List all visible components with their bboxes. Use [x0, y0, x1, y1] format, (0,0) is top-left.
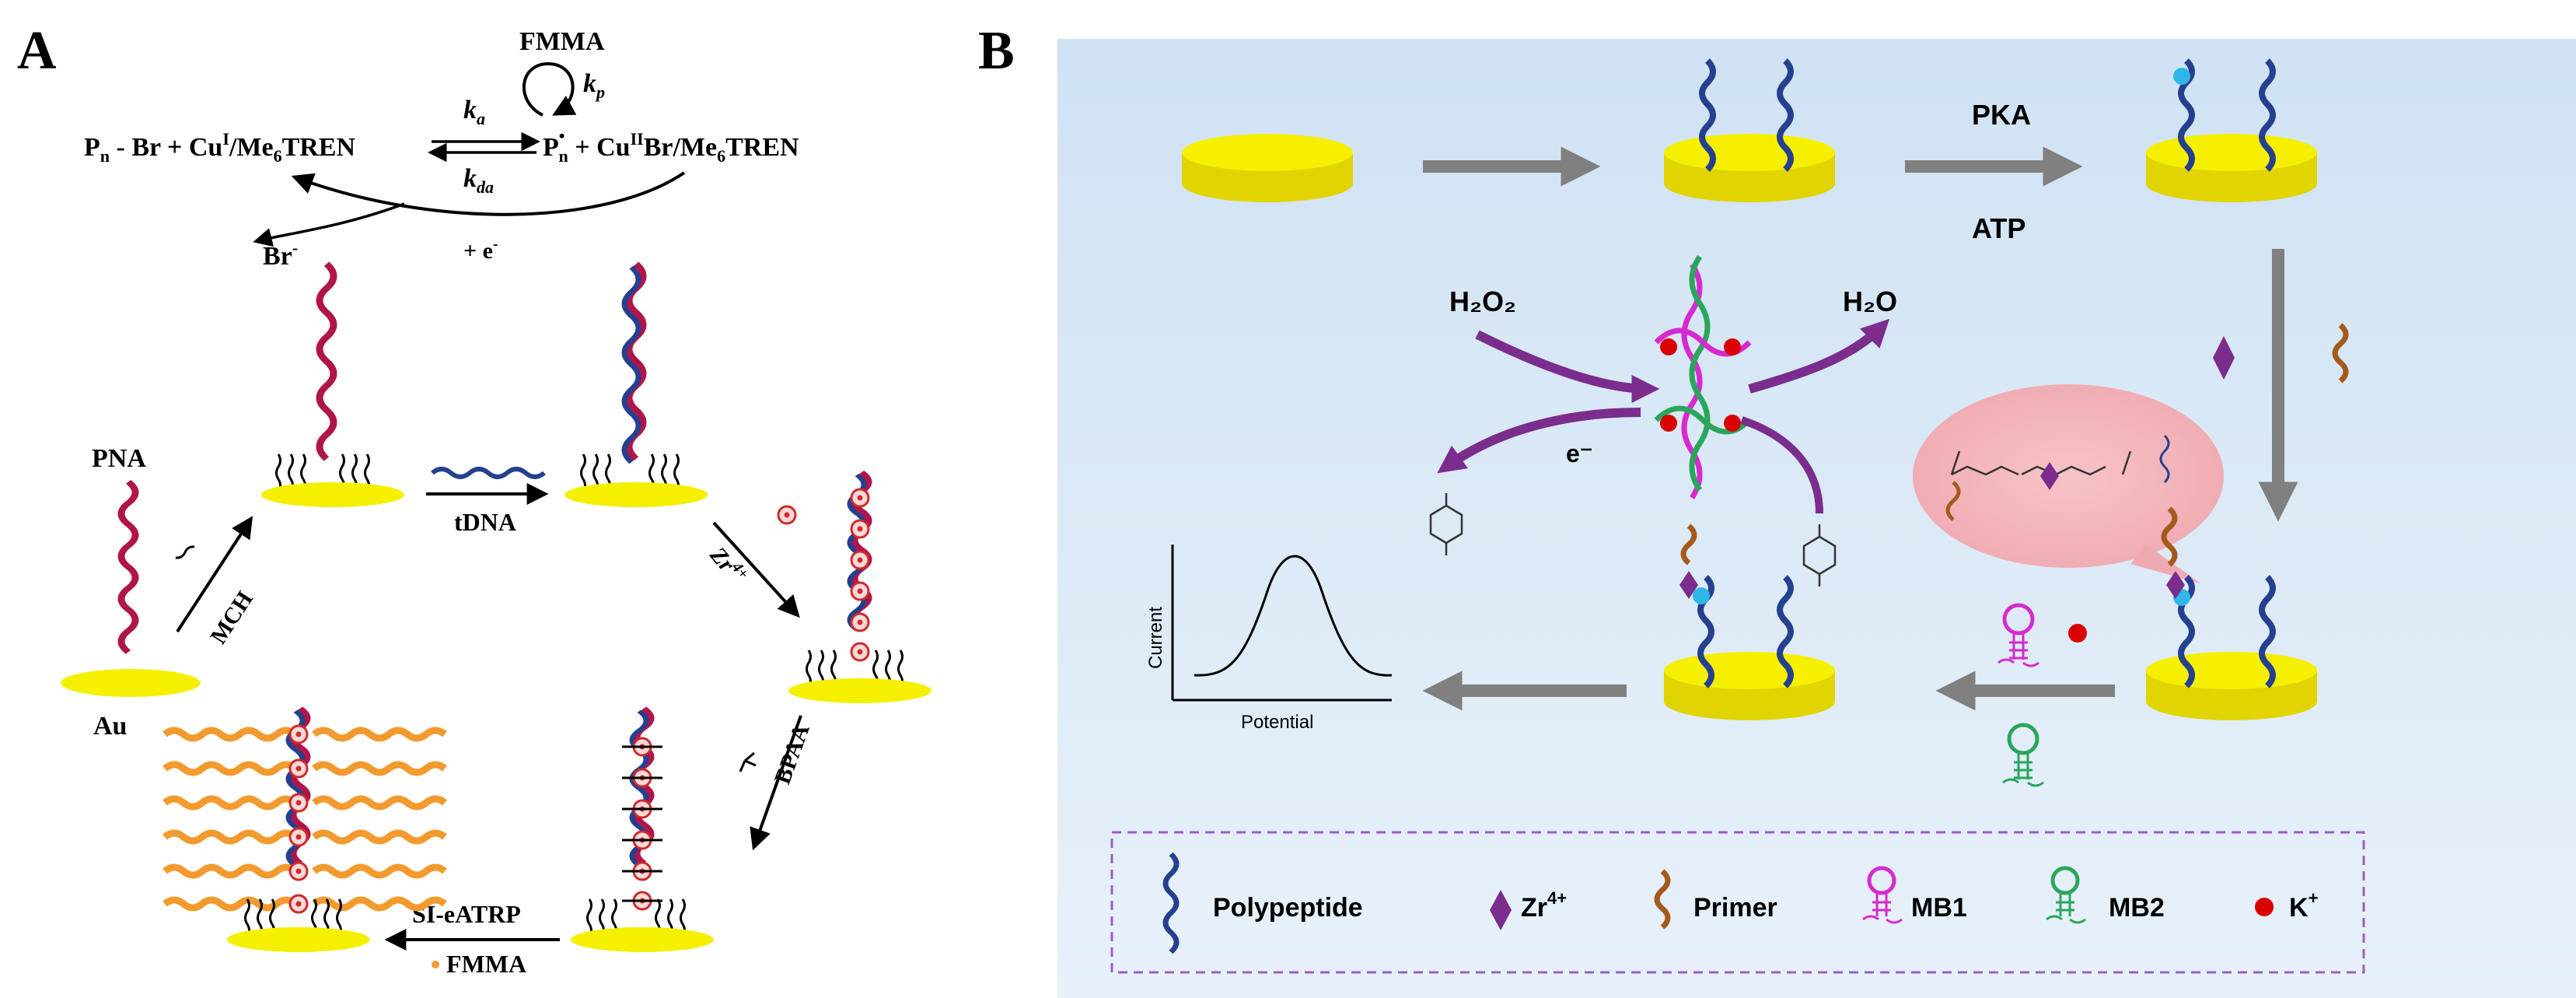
tdna-icon: [431, 467, 546, 479]
ka-label: ka: [463, 96, 485, 128]
reaction-scheme: FMMA kp ka kda Pn - Br + CuI/Me6TREN P•n…: [84, 27, 799, 271]
atp-label: ATP: [1972, 212, 2025, 244]
h2o-label: H₂O: [1843, 285, 1897, 317]
au-label: Au: [93, 712, 127, 741]
kda-label: kda: [463, 164, 494, 197]
h2o-arrow: [1748, 318, 1890, 394]
primer-electrode: [2146, 506, 2317, 720]
electrode-3: [564, 482, 708, 507]
fmma-monomer-label: FMMA: [446, 950, 526, 978]
mch-label: MCH: [205, 587, 258, 648]
right-species: P•n + CuIIBr/Me6TREN: [543, 126, 799, 166]
zr-label: Zr4+: [704, 541, 752, 590]
tdna-label: tDNA: [454, 508, 516, 536]
electron-b-label: e⁻: [1566, 439, 1593, 467]
step-zr-electrode: [788, 472, 931, 703]
legend-primer: Primer: [1693, 893, 1777, 923]
legend-mb1: MB1: [1911, 893, 1967, 923]
legend: Polypeptide Zr4+ Primer MB1 MB2 K+: [1110, 831, 2365, 974]
h2o2-label: H₂O₂: [1449, 285, 1516, 317]
chelation-bubble: [1913, 384, 2224, 583]
legend-primer-icon: [1654, 869, 1671, 930]
panel-a-label: A: [17, 21, 57, 81]
mch-arrow: [176, 516, 253, 633]
pka-label: PKA: [1972, 99, 2031, 131]
panel-a: A FMMA kp ka kda Pn - Br + CuI/Me6TREN P…: [17, 21, 931, 978]
zr-arrow: [712, 521, 800, 618]
pna-label: PNA: [92, 444, 146, 473]
legend-k-icon: [2255, 898, 2274, 916]
electron-arrow: [1437, 408, 1641, 474]
primer-icon: [2332, 323, 2349, 383]
benzoquinone-icon: [1429, 493, 1463, 555]
k-ion-icon: [2068, 624, 2087, 643]
step-mch-electrode: [261, 264, 404, 507]
electrode-6: [227, 927, 370, 952]
legend-box: [1110, 831, 2365, 974]
step-polymer-electrode: [165, 709, 445, 952]
legend-zr-icon: [1490, 890, 1512, 930]
regeneration-arrow: [291, 171, 686, 216]
electrode-2: [261, 482, 404, 507]
bromide-arrow: [253, 202, 405, 247]
hydroquinone-icon: [1802, 524, 1837, 587]
mb1-icon: [1998, 603, 2039, 667]
bpaa-label: BPAA: [770, 720, 815, 787]
fmma-label: FMMA: [519, 27, 605, 56]
panel-b-label: B: [978, 21, 1015, 81]
electron-label: + e-: [463, 236, 498, 264]
br-label: Br-: [263, 238, 298, 271]
legend-zr: Zr4+: [1521, 888, 1567, 923]
dpv-plot: Current Potential: [1145, 545, 1393, 733]
step-bpaa-electrode: [571, 709, 714, 952]
plot-xlabel: Potential: [1241, 712, 1313, 733]
step-pna-electrode: PNA Au: [61, 444, 201, 741]
left-species: Pn - Br + CuI/Me6TREN: [84, 129, 355, 166]
zr-diamond-icon: [2213, 336, 2235, 380]
polypeptide-electrode: [1664, 61, 1835, 202]
legend-mb1-icon: [1862, 866, 1903, 924]
step-duplex-electrode: [564, 264, 708, 507]
h2o2-arrow: [1475, 330, 1660, 403]
legend-k: K+: [2289, 888, 2318, 923]
hydroquinone-arrow: [1740, 416, 1823, 514]
au-electrode: [61, 669, 201, 697]
mch-molecule-icon: [175, 545, 195, 559]
dpv-peak-curve: [1194, 555, 1393, 677]
plot-ylabel: Current: [1145, 607, 1166, 669]
legend-polypeptide: Polypeptide: [1213, 893, 1363, 923]
electrode-5: [571, 927, 714, 952]
fmma-dot-icon: [432, 961, 439, 968]
legend-mb2-icon: [2046, 866, 2086, 924]
panel-b: B PKA ATP: [978, 21, 2576, 998]
kp-label: kp: [583, 69, 605, 102]
phosphorylated-electrode: [2146, 61, 2317, 202]
legend-mb2: MB2: [2109, 893, 2165, 923]
bare-electrode: [1182, 134, 1353, 202]
g-quadruplex-electrode: [1654, 255, 1835, 720]
kp-cycle-arrow: [523, 61, 577, 117]
mb2-icon: [2002, 723, 2044, 787]
phosphate-dot-icon: [2173, 68, 2190, 85]
bpaa-icon: [739, 751, 757, 772]
bpaa-arrow: [750, 715, 802, 851]
electrode-4: [788, 678, 931, 703]
